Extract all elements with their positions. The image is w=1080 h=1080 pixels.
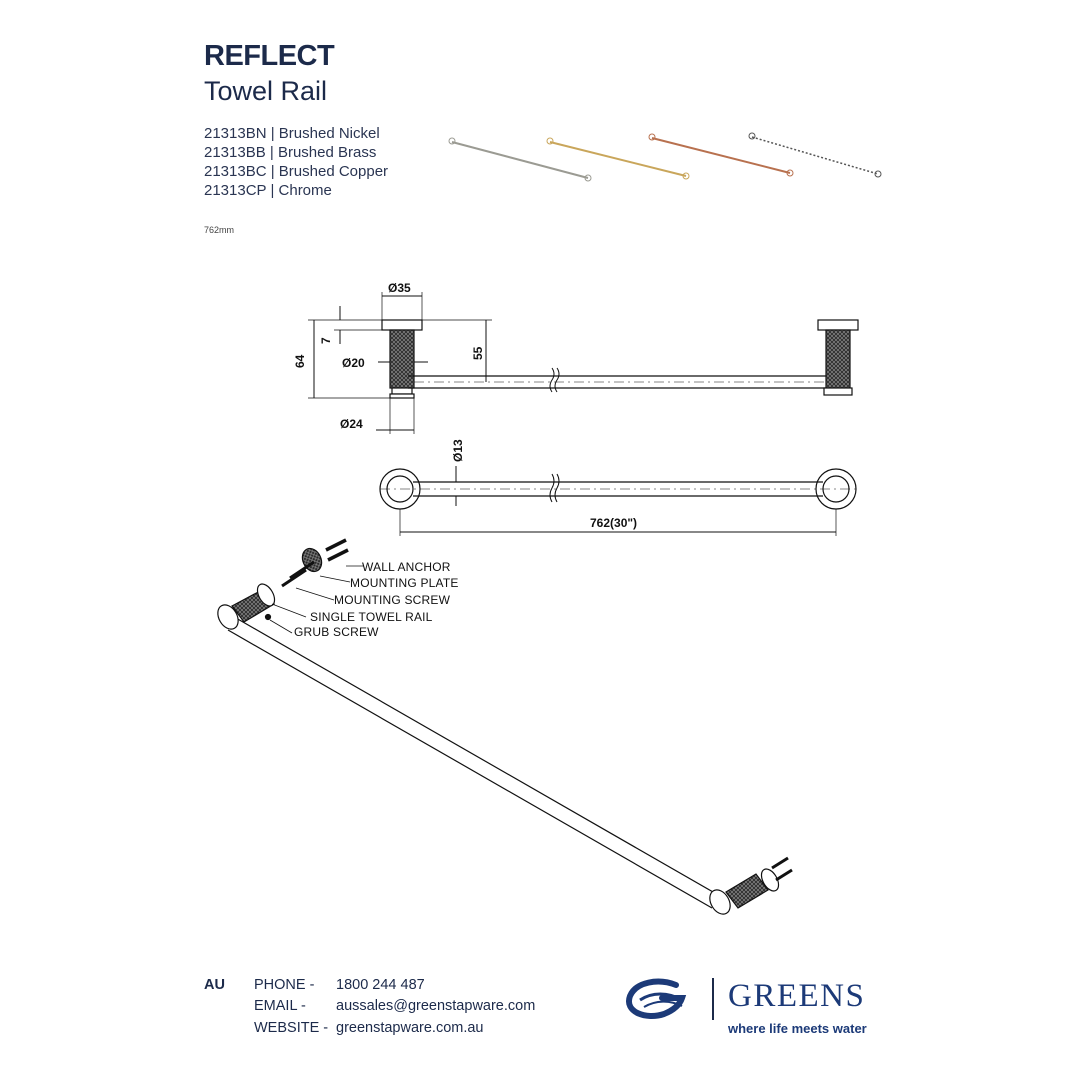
- website-row: WEBSITE - greenstapware.com.au: [254, 1020, 484, 1036]
- brand-divider: [712, 978, 714, 1020]
- product-subtitle: Towel Rail: [204, 76, 328, 106]
- part-label-wall-anchor: WALL ANCHOR: [362, 560, 451, 574]
- part-label-grub-screw: GRUB SCREW: [294, 625, 379, 639]
- dim-post-dia: Ø20: [342, 356, 365, 370]
- email-link[interactable]: aussales@greenstapware.com: [336, 998, 536, 1014]
- side-elevation-view: [308, 292, 859, 434]
- dim-projection: 55: [471, 346, 485, 360]
- brand-name: GREENS: [728, 978, 866, 1014]
- dim-length: 762(30"): [590, 516, 637, 530]
- greens-wave-logo-icon: [626, 978, 687, 1019]
- dim-flange-dia: Ø35: [388, 281, 411, 295]
- phone-number[interactable]: 1800 244 487: [336, 977, 425, 993]
- brand-tagline: where life meets water: [728, 1021, 867, 1036]
- part-label-mounting-plate: MOUNTING PLATE: [350, 576, 459, 590]
- product-title: REFLECT: [204, 40, 335, 72]
- top-plan-view: [379, 466, 857, 536]
- website-link[interactable]: greenstapware.com.au: [336, 1020, 484, 1036]
- dim-bar-dia: Ø13: [451, 439, 465, 462]
- part-label-mounting-screw: MOUNTING SCREW: [334, 593, 451, 607]
- email-label: EMAIL -: [254, 998, 306, 1014]
- variant-item: 21313BB | Brushed Brass: [204, 144, 377, 161]
- part-label-single-towel-rail: SINGLE TOWEL RAIL: [310, 610, 433, 624]
- phone-row: PHONE - 1800 244 487: [254, 977, 425, 993]
- variant-list: 21313BN | Brushed Nickel 21313BB | Brush…: [204, 124, 388, 200]
- finish-swatch-brass: [546, 137, 690, 180]
- finish-swatch-nickel: [448, 137, 592, 182]
- variant-item: 21313CP | Chrome: [204, 182, 332, 199]
- exploded-isometric-view: [217, 538, 793, 915]
- finish-swatch-chrome: [748, 132, 882, 178]
- variant-item: 21313BC | Brushed Copper: [204, 163, 389, 180]
- finish-swatch-copper: [648, 133, 794, 177]
- email-row: EMAIL - aussales@greenstapware.com: [254, 998, 535, 1014]
- dim-overall-depth: 64: [293, 354, 307, 368]
- product-size: 762mm: [204, 225, 235, 235]
- variant-item: 21313BN | Brushed Nickel: [204, 125, 380, 142]
- dim-flange-thickness: 7: [319, 337, 333, 344]
- region-code: AU: [204, 977, 225, 993]
- website-label: WEBSITE -: [254, 1020, 329, 1036]
- dim-base-dia: Ø24: [340, 417, 363, 431]
- phone-label: PHONE -: [254, 977, 315, 993]
